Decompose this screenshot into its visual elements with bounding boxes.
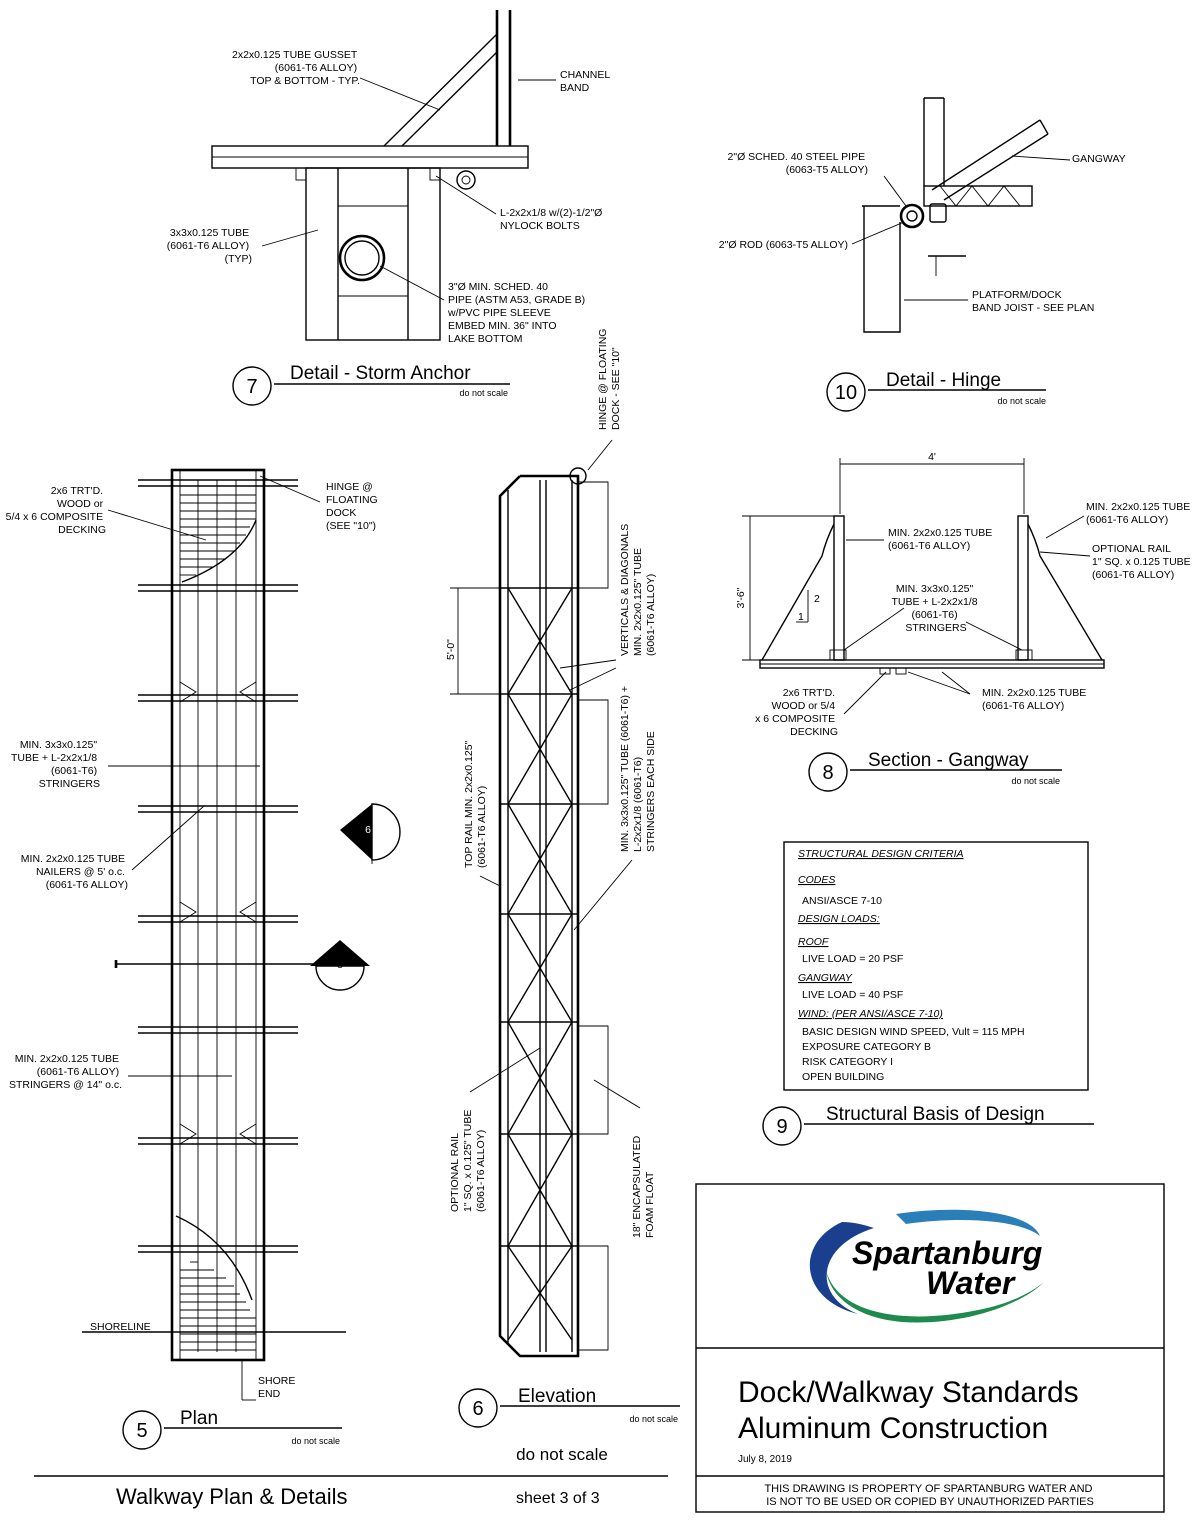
- criteria-roof-load: LIVE LOAD = 20 PSF: [802, 953, 903, 965]
- label-plan-stringers: MIN. 3x3x0.125" TUBE + L-2x2x1/8 (6061-T…: [11, 739, 100, 790]
- detail-number-9: 9: [776, 1116, 787, 1138]
- dimension-width: 4': [928, 451, 936, 463]
- section-cut-6: 6: [365, 824, 371, 836]
- scale-note-7: do not scale: [459, 388, 508, 398]
- title-block: Spartanburg Water Dock/Walkway Standards…: [695, 1183, 1165, 1513]
- scale-note-5: do not scale: [291, 1436, 340, 1446]
- label-elev-rail: OPTIONAL RAIL 1" SQ. x 0.125" TUBE (6061…: [449, 1107, 487, 1212]
- label-section-tube-inner: MIN. 2x2x0.125 TUBE (6061-T6 ALLOY): [888, 527, 995, 552]
- slope-run: 1: [798, 611, 804, 623]
- detail-number-7: 7: [246, 376, 257, 398]
- criteria-codes-heading: CODES: [798, 874, 835, 886]
- label-section-tube-outer: MIN. 2x2x0.125 TUBE (6061-T6 ALLOY): [1086, 501, 1193, 526]
- label-elev-stringers: MIN. 3x3x0.125" TUBE (6061-T6) + L-2x2x1…: [619, 683, 657, 852]
- criteria-wind: BASIC DESIGN WIND SPEED, Vult = 115 MPH …: [802, 1026, 1028, 1083]
- slope-rise: 2: [814, 593, 820, 605]
- title-date: July 8, 2019: [738, 1454, 792, 1465]
- label-elev-float: 18" ENCAPSULATED FOAM FLOAT: [631, 1133, 656, 1238]
- label-section-bottom-tube: MIN. 2x2x0.125 TUBE (6061-T6 ALLOY): [982, 687, 1089, 712]
- label-steel-pipe: 2"Ø SCHED. 40 STEEL PIPE (6063-T5 ALLOY): [728, 151, 868, 176]
- detail-title-hinge: Detail - Hinge: [886, 370, 1001, 391]
- dimension-height: 3'-6": [735, 587, 747, 608]
- title-line-1: Dock/Walkway Standards: [738, 1376, 1079, 1409]
- label-elev-hinge: HINGE @ FLOATING DOCK - SEE "10": [597, 326, 622, 430]
- label-section-decking: 2x6 TRT'D. WOOD or 5/4 x 6 COMPOSITE DEC…: [755, 687, 838, 738]
- criteria-codes: ANSI/ASCE 7-10: [802, 895, 882, 907]
- label-angle-bolts: L-2x2x1/8 w/(2)-1/2"Ø NYLOCK BOLTS: [500, 207, 605, 232]
- label-shoreline: SHORELINE: [90, 1321, 151, 1333]
- criteria-loads-heading: DESIGN LOADS:: [798, 913, 880, 925]
- detail-title-storm-anchor: Detail - Storm Anchor: [290, 363, 471, 384]
- detail-structural-basis: STRUCTURAL DESIGN CRITERIA CODES DESIGN …: [762, 841, 1094, 1146]
- criteria-wind-heading: WIND: (PER ANSI/ASCE 7-10): [798, 1008, 943, 1020]
- criteria-heading: STRUCTURAL DESIGN CRITERIA: [798, 848, 964, 860]
- label-gangway: GANGWAY: [1072, 153, 1126, 165]
- label-anchor-pipe: 3"Ø MIN. SCHED. 40 PIPE (ASTM A53, GRADE…: [447, 281, 588, 345]
- scale-note-6: do not scale: [629, 1414, 678, 1424]
- label-elev-top-rail: TOP RAIL MIN. 2x2x0.125" (6061-T6 ALLOY): [463, 738, 488, 868]
- detail-storm-anchor: 2x2x0.125 TUBE GUSSET (6061-T6 ALLOY) TO…: [167, 10, 613, 406]
- label-shore-end: SHORE END: [258, 1375, 298, 1400]
- logo-text-spartanburg: Spartanburg: [852, 1235, 1042, 1271]
- sheet-title: Walkway Plan & Details: [116, 1484, 347, 1509]
- label-plan-nailers: MIN. 2x2x0.125 TUBE NAILERS @ 5' o.c. (6…: [21, 853, 128, 891]
- detail-number-10: 10: [835, 382, 857, 404]
- detail-hinge: 2"Ø SCHED. 40 STEEL PIPE (6063-T5 ALLOY)…: [719, 97, 1126, 412]
- detail-number-5: 5: [136, 1420, 147, 1442]
- sheet-footer: do not scale Walkway Plan & Details shee…: [34, 1445, 668, 1509]
- detail-title-plan: Plan: [180, 1408, 218, 1429]
- criteria-roof-heading: ROOF: [798, 936, 829, 948]
- label-gusset: 2x2x0.125 TUBE GUSSET (6061-T6 ALLOY) TO…: [232, 49, 360, 87]
- label-rod: 2"Ø ROD (6063-T5 ALLOY): [719, 239, 848, 251]
- label-elev-dimension: 5'-0": [445, 639, 457, 660]
- label-elev-verticals: VERTICALS & DIAGONALS MIN. 2x2x0.125" TU…: [619, 521, 657, 656]
- label-section-rail: OPTIONAL RAIL 1" SQ. x 0.125 TUBE (6061-…: [1092, 543, 1194, 581]
- scale-note-8: do not scale: [1011, 776, 1060, 786]
- sheet-number: sheet 3 of 3: [516, 1490, 600, 1507]
- label-channel-band: CHANNEL BAND: [560, 69, 613, 94]
- detail-title-elevation: Elevation: [518, 1386, 596, 1407]
- title-disclaimer: THIS DRAWING IS PROPERTY OF SPARTANBURG …: [764, 1483, 1095, 1508]
- criteria-gangway-heading: GANGWAY: [798, 972, 853, 984]
- sheet-do-not-scale: do not scale: [516, 1445, 608, 1464]
- detail-number-8: 8: [822, 762, 833, 784]
- section-cut-8: 8: [337, 959, 343, 971]
- detail-plan: 6 8 2x6 TRT'D. WOOD or 5/4 x 6 COMPOSITE…: [6, 468, 401, 1450]
- label-plan-stringers-14: MIN. 2x2x0.125 TUBE (6061-T6 ALLOY) STRI…: [9, 1053, 122, 1091]
- title-line-2: Aluminum Construction: [738, 1412, 1048, 1445]
- label-section-stringers: MIN. 3x3x0.125" TUBE + L-2x2x1/8 (6061-T…: [891, 583, 980, 634]
- label-plan-hinge: HINGE @ FLOATING DOCK (SEE "10"): [326, 481, 381, 532]
- detail-number-6: 6: [472, 1398, 483, 1420]
- criteria-gangway-load: LIVE LOAD = 40 PSF: [802, 989, 903, 1001]
- spartanburg-water-logo: Spartanburg Water: [809, 1209, 1044, 1323]
- label-anchor-tube: 3x3x0.125 TUBE (6061-T6 ALLOY) (TYP): [167, 227, 252, 265]
- detail-title-structural-basis: Structural Basis of Design: [826, 1104, 1045, 1125]
- detail-section-gangway: 4' 3'-6" 2 1 MIN. 2x2x0.125 TUBE (6061-T…: [735, 451, 1194, 792]
- label-plan-decking: 2x6 TRT'D. WOOD or 5/4 x 6 COMPOSITE DEC…: [6, 485, 106, 536]
- detail-elevation: HINGE @ FLOATING DOCK - SEE "10" VERTICA…: [445, 326, 680, 1428]
- logo-text-water: Water: [926, 1265, 1016, 1301]
- scale-note-10: do not scale: [997, 396, 1046, 406]
- label-band-joist: PLATFORM/DOCK BAND JOIST - SEE PLAN: [972, 289, 1094, 314]
- detail-title-section-gangway: Section - Gangway: [868, 750, 1029, 771]
